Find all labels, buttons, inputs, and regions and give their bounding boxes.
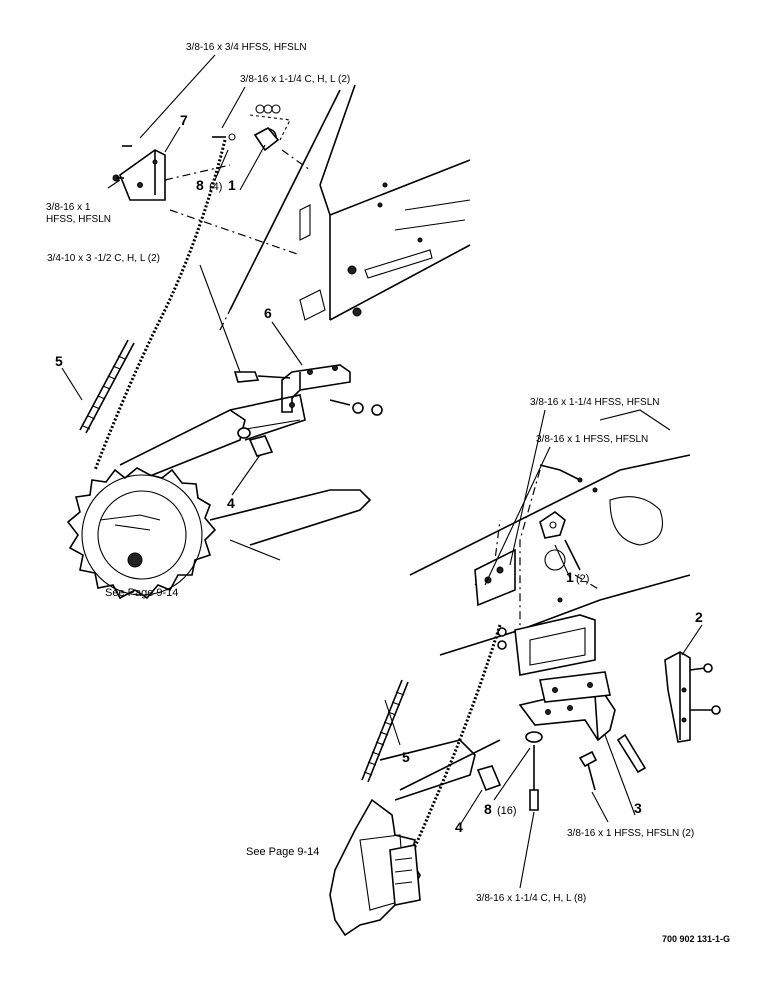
callout-bottom-hfss-2: 3/8-16 x 1 HFSS, HFSLN (2) — [567, 828, 694, 839]
lower-chain — [388, 624, 502, 901]
upper-sprocket — [66, 467, 217, 600]
mounting-bracket-6 — [233, 364, 383, 416]
upper-frame-panel — [169, 84, 471, 331]
upper-idler-hardware — [112, 104, 311, 182]
part-number-4-right: 4 — [455, 819, 463, 835]
lower-bolts — [525, 731, 647, 811]
lower-plates — [474, 548, 596, 676]
lower-spring-5 — [361, 679, 409, 783]
part-number-6: 6 — [264, 305, 272, 321]
see-page-right: See Page 9-14 — [246, 846, 319, 858]
callout-left-hfss-line2: HFSS, HFSLN — [46, 214, 111, 225]
callout-left-hfss-line1: 3/8-16 x 1 — [46, 202, 91, 213]
upper-spring-5 — [79, 339, 135, 434]
part-number-8-top: 8 — [196, 177, 204, 193]
lower-idler-hardware — [539, 511, 601, 591]
callout-right-hfss-1-1-4: 3/8-16 x 1-1/4 HFSS, HFSLN — [530, 397, 660, 408]
part-number-2: 2 — [695, 609, 703, 625]
part-number-5-right: 5 — [402, 749, 410, 765]
upper-bracket-7 — [119, 149, 231, 201]
callout-bottom-chl-8: 3/8-16 x 1-1/4 C, H, L (8) — [476, 893, 586, 904]
part-number-3: 3 — [634, 800, 642, 816]
upper-chain — [93, 139, 227, 471]
part-number-7: 7 — [180, 112, 188, 128]
part-number-8-top-qty: (4) — [209, 181, 222, 193]
callout-top-chl: 3/8-16 x 1-1/4 C, H, L (2) — [240, 74, 350, 85]
part-number-8-bottom-qty: (16) — [497, 805, 517, 817]
see-page-left: See Page 9-14 — [105, 587, 178, 599]
drawing-number: 700 902 131-1-G — [662, 934, 730, 944]
lower-arm-and-sprocket — [329, 739, 502, 937]
leader-lines — [61, 54, 703, 889]
part-number-4-left: 4 — [227, 495, 235, 511]
lower-frame-panel — [409, 409, 691, 656]
part-number-1-right: 1 — [566, 569, 574, 585]
part-number-1-top: 1 — [228, 177, 236, 193]
part-number-5-left: 5 — [55, 353, 63, 369]
part-number-8-bottom: 8 — [484, 801, 492, 817]
lower-bracket-2 — [664, 651, 721, 743]
callout-right-hfss-1: 3/8-16 x 1 HFSS, HFSLN — [536, 434, 648, 445]
lower-bracket-3 — [518, 671, 616, 742]
callout-top-hfss: 3/8-16 x 3/4 HFSS, HFSLN — [186, 42, 307, 53]
callout-chl-3-4: 3/4-10 x 3 -1/2 C, H, L (2) — [47, 253, 160, 264]
upper-arm-and-hub — [119, 394, 372, 561]
part-number-1-right-qty: (2) — [576, 573, 589, 585]
